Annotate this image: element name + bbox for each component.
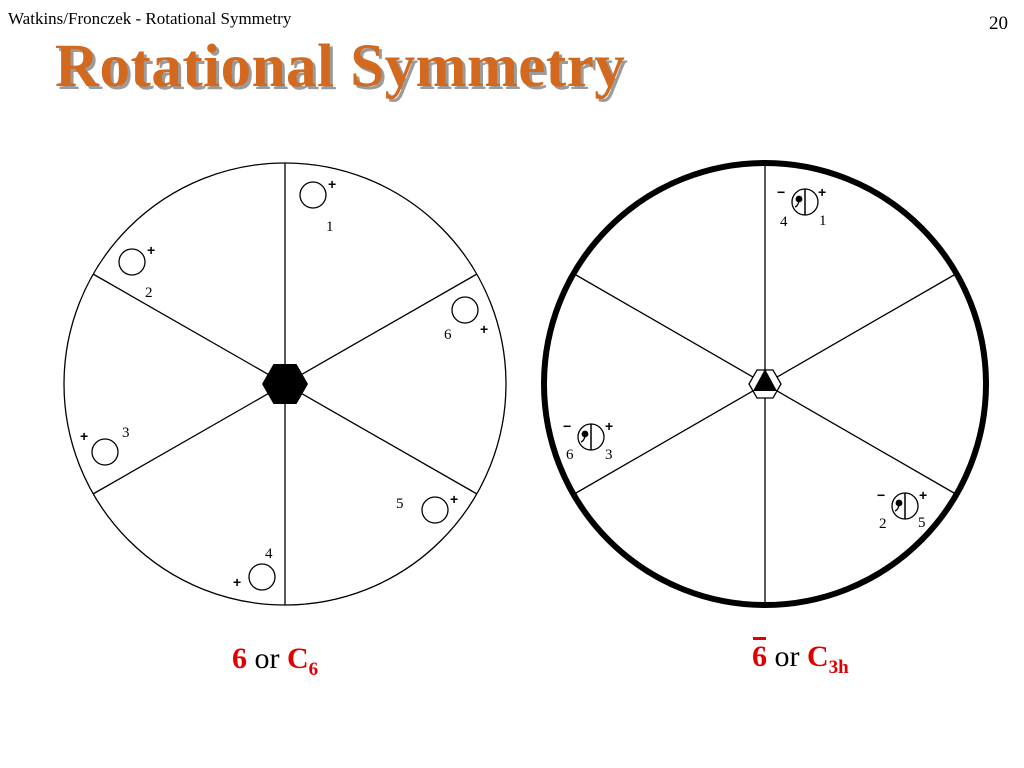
left-point-4 [248,563,276,591]
left-sign-6: + [480,321,488,337]
right-plus-5: + [919,487,927,503]
right-label-2: 2 [879,516,887,532]
hexagon-icon [262,364,308,404]
page-number: 20 [989,13,1008,34]
left-sign-1: + [328,176,336,192]
slide-title: Rotational Symmetry [55,33,626,100]
left-point-2 [118,248,146,276]
left-sign-2: + [147,242,155,258]
right-label-5: 5 [918,515,926,531]
left-caption-symbol: C6 [287,642,319,680]
right-caption-rotoinversion: 6 [752,637,767,673]
right-label-1: 1 [819,213,827,229]
right-label-6: 6 [566,447,574,463]
right-pair-3-6: + − 3 6 [563,418,613,463]
left-label-2: 2 [145,285,153,301]
right-caption-symbol: C3h [807,640,849,678]
right-caption: 6 or C3h [752,637,849,679]
right-minus-6: − [563,418,571,434]
right-minus-4: − [777,184,785,200]
left-stereogram: + 1 + 2 + 6 + 3 + 5 + 4 [63,162,507,606]
right-label-3: 3 [605,447,613,463]
right-plus-3: + [605,418,613,434]
left-caption-order: 6 [232,642,247,675]
left-label-3: 3 [122,425,130,441]
right-caption-or: or [774,640,800,673]
left-sign-5: + [450,491,458,507]
right-pair-5-2: + − 5 2 [877,487,927,532]
left-label-4: 4 [265,546,273,562]
left-sign-3: + [80,428,88,444]
right-circle-mirror-plane [541,160,989,608]
right-label-4: 4 [780,214,788,230]
triangle-icon [753,369,777,391]
right-minus-2: − [877,487,885,503]
left-point-6 [451,296,479,324]
header-source: Watkins/Fronczek - Rotational Symmetry [8,9,292,28]
right-stereogram: + − 1 4 + − 3 6 + − 5 2 [541,160,989,608]
left-sign-4: + [233,574,241,590]
left-label-5: 5 [396,496,404,512]
left-label-1: 1 [326,219,334,235]
left-point-5 [421,496,449,524]
left-caption-or: or [254,642,280,675]
right-plus-1: + [818,184,826,200]
right-pair-1-4: + − 1 4 [777,184,827,230]
left-caption: 6 or C6 [232,642,318,681]
left-point-3 [91,438,119,466]
left-label-6: 6 [444,327,452,343]
left-point-1 [299,181,327,209]
